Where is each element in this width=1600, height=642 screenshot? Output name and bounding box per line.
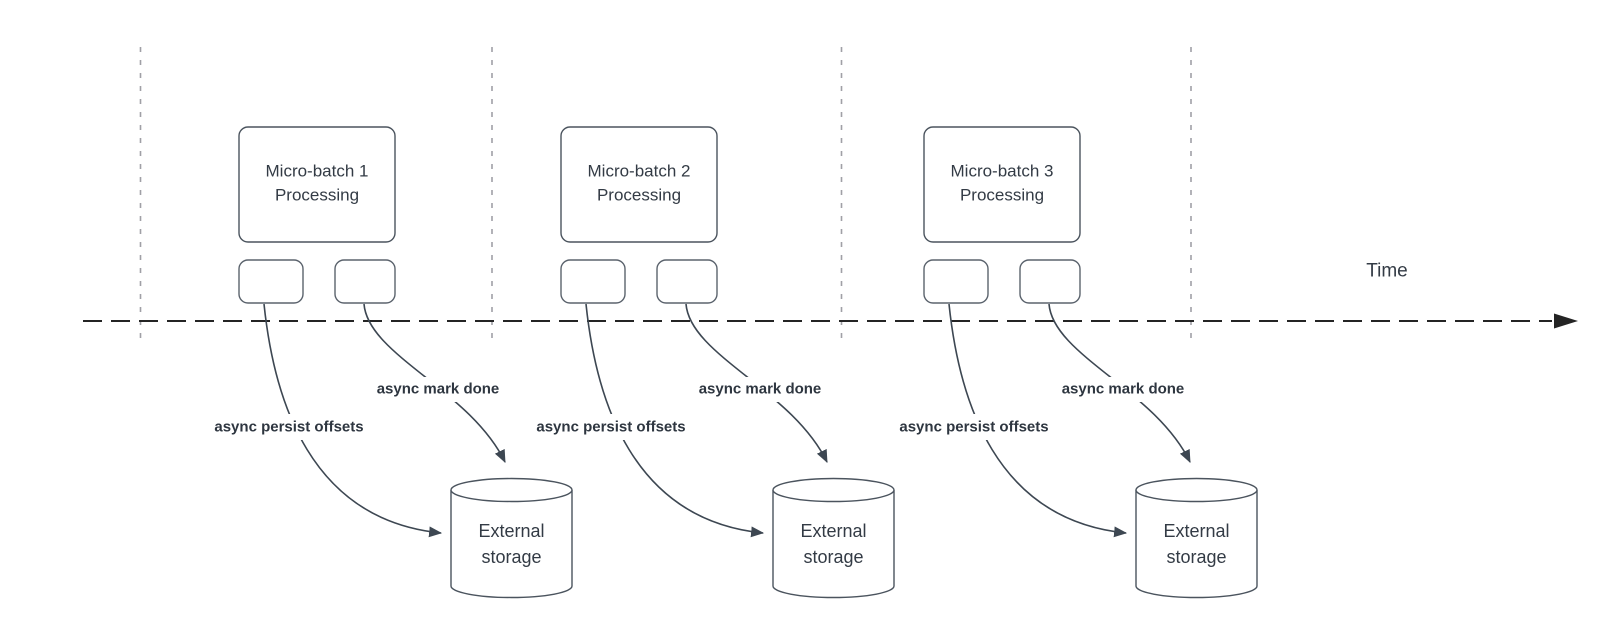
external-storage-cylinder <box>772 490 895 599</box>
offset-task-box <box>238 259 304 304</box>
time-axis: Time <box>83 261 1578 329</box>
async-persist-offsets-connector <box>585 303 765 538</box>
processing-box <box>560 126 718 243</box>
offset-task-box <box>560 259 626 304</box>
connector-label-bg <box>200 414 378 440</box>
async-persist-offsets-label: async persist offsets <box>899 419 1048 436</box>
time-axis-arrowhead-icon <box>1554 313 1578 329</box>
cylinder-top-ellipse <box>1135 477 1258 503</box>
storage-label-line1: External <box>800 521 866 541</box>
connector-label-bg <box>1049 377 1197 402</box>
cylinder-top-ellipse <box>450 477 573 503</box>
storage-label-line1: External <box>1163 521 1229 541</box>
micro-batch-column-3: Micro-batch 3 Processing External storag… <box>885 126 1258 599</box>
processing-box-title-line1: Micro-batch 2 <box>588 162 691 181</box>
async-persist-offsets-label: async persist offsets <box>536 419 685 436</box>
done-task-box <box>1019 259 1081 304</box>
async-persist-offsets-label: async persist offsets <box>214 419 363 436</box>
external-storage-cylinder <box>450 490 573 599</box>
async-mark-done-connector <box>685 303 828 463</box>
processing-box-title-line2: Processing <box>960 186 1044 205</box>
processing-box <box>238 126 396 243</box>
async-persist-offsets-connector <box>948 303 1128 538</box>
async-mark-done-connector <box>363 303 506 463</box>
micro-batch-column-2: Micro-batch 2 Processing External storag… <box>522 126 895 599</box>
time-interval-guides <box>139 47 1192 340</box>
storage-label-line2: storage <box>803 547 863 567</box>
time-axis-label: Time <box>1366 261 1408 282</box>
connector-label-bg <box>364 377 512 402</box>
storage-label-line2: storage <box>1166 547 1226 567</box>
async-persist-offsets-connector <box>263 303 443 538</box>
processing-box-title-line1: Micro-batch 1 <box>266 162 369 181</box>
processing-box-title-line2: Processing <box>597 186 681 205</box>
external-storage-cylinder <box>1135 490 1258 599</box>
storage-label-line2: storage <box>481 547 541 567</box>
offset-task-box <box>923 259 989 304</box>
async-mark-done-label: async mark done <box>1062 381 1185 398</box>
cylinder-top-ellipse <box>772 477 895 503</box>
connector-label-bg <box>686 377 834 402</box>
connector-label-bg <box>885 414 1063 440</box>
processing-box <box>923 126 1081 243</box>
async-mark-done-label: async mark done <box>699 381 822 398</box>
async-mark-done-label: async mark done <box>377 381 500 398</box>
done-task-box <box>334 259 396 304</box>
micro-batch-column-1: Micro-batch 1 Processing External storag… <box>200 126 573 599</box>
async-mark-done-connector <box>1048 303 1191 463</box>
processing-box-title-line1: Micro-batch 3 <box>951 162 1054 181</box>
processing-box-title-line2: Processing <box>275 186 359 205</box>
storage-label-line1: External <box>478 521 544 541</box>
done-task-box <box>656 259 718 304</box>
connector-label-bg <box>522 414 700 440</box>
